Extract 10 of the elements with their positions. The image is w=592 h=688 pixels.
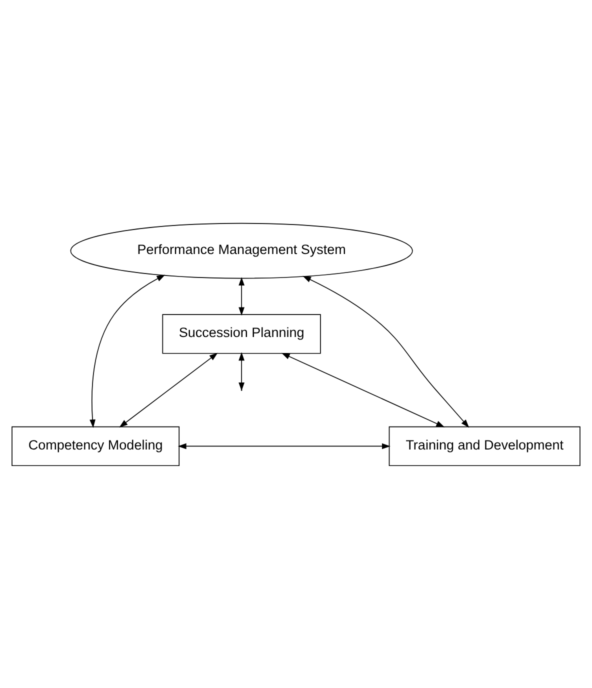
arrow — [119, 352, 218, 427]
arrow — [238, 276, 245, 316]
arrow — [302, 275, 470, 428]
node-box: Competency Modeling — [12, 426, 180, 466]
arrow — [178, 442, 390, 449]
node-box: Training and Development — [388, 426, 580, 466]
arrow — [281, 352, 445, 427]
arrow — [90, 274, 166, 428]
node-ellipse: Performance Management System — [70, 222, 413, 278]
node-box: Succession Planning — [162, 314, 321, 354]
